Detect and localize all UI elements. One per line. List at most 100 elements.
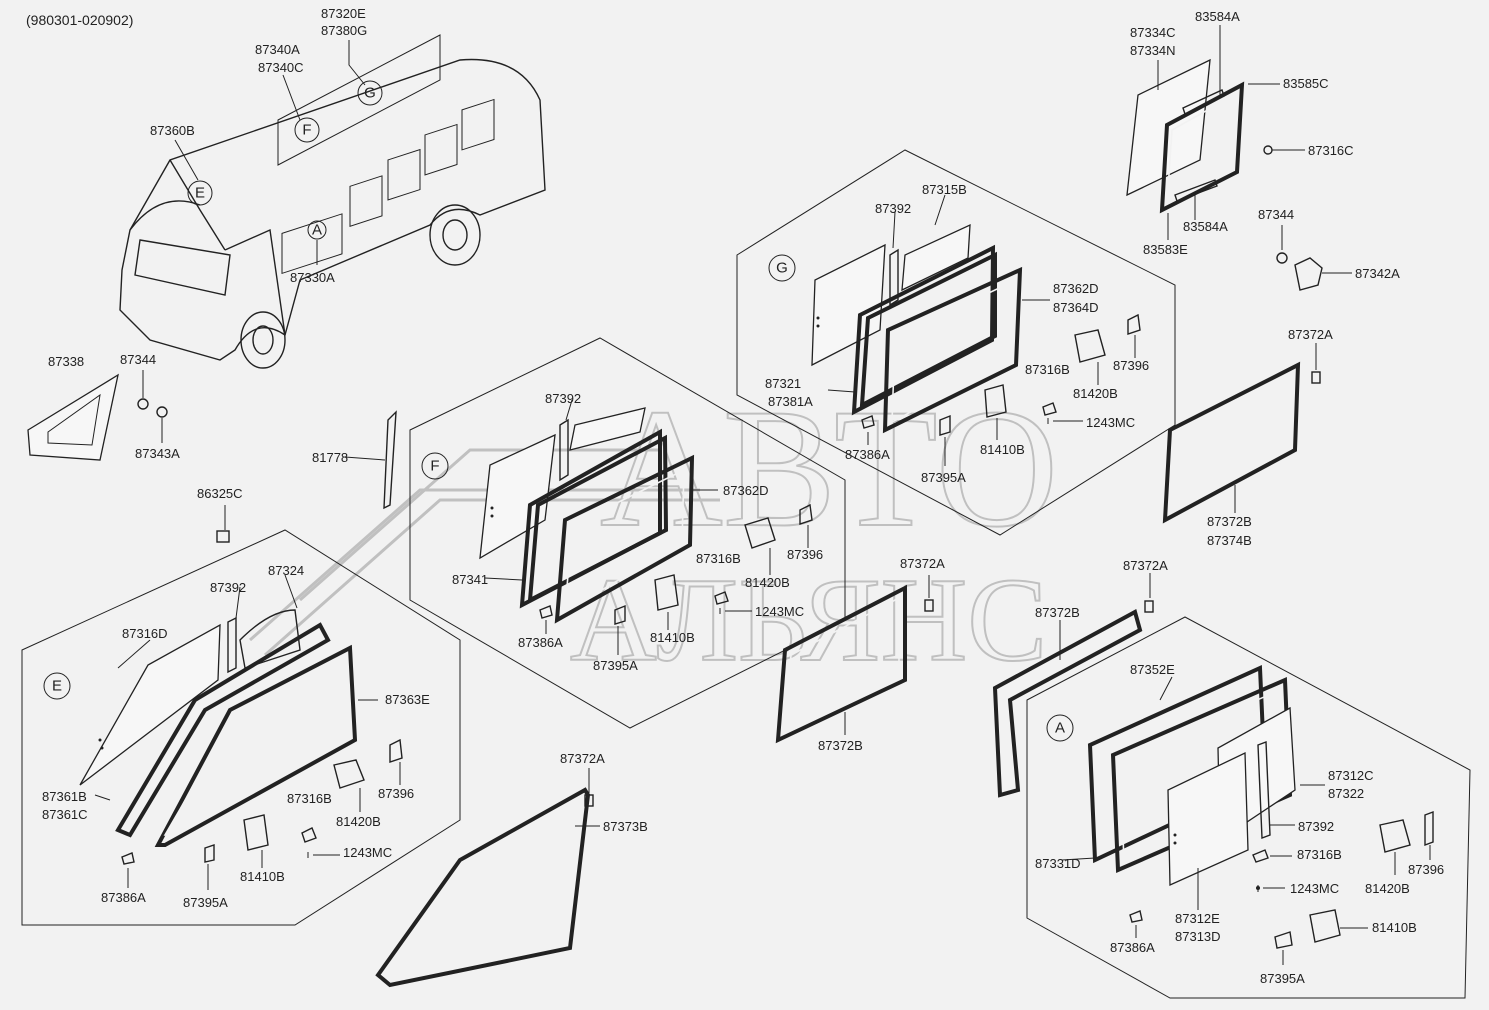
label-E-87386A: 87386A	[101, 890, 146, 905]
label-87334N: 87334N	[1130, 43, 1176, 58]
label-E-87316D: 87316D	[122, 626, 168, 641]
label-G-87315B: 87315B	[922, 182, 967, 197]
label-E-87316B: 87316B	[287, 791, 332, 806]
label-G-81410B: 81410B	[980, 442, 1025, 457]
label-E-87363E: 87363E	[385, 692, 430, 707]
quarter-glass-87338	[27, 373, 119, 461]
bus-illustration: E F G A	[119, 34, 546, 369]
seal-87372B-A	[992, 609, 1143, 798]
label-87342A: 87342A	[1355, 266, 1400, 281]
label-87340C: 87340C	[258, 60, 304, 75]
label-A-87312E: 87312E	[1175, 911, 1220, 926]
strip-81778	[383, 410, 397, 510]
label-A-87395A: 87395A	[1260, 971, 1305, 986]
label-F-1243MC: 1243MC	[755, 604, 804, 619]
label-87374B: 87374B	[1207, 533, 1252, 548]
label-87372B-right: 87372B	[1207, 514, 1252, 529]
label-83583E: 83583E	[1143, 242, 1188, 257]
callout-F-bus: F	[302, 122, 311, 139]
label-F-87396: 87396	[787, 547, 823, 562]
label-G-87395A: 87395A	[921, 470, 966, 485]
label-87372B-F: 87372B	[818, 738, 863, 753]
label-81778: 81778	[312, 450, 348, 465]
label-A-87352E: 87352E	[1130, 662, 1175, 677]
callout-F-group: F	[430, 458, 439, 475]
label-A-87313D: 87313D	[1175, 929, 1221, 944]
label-A-87396: 87396	[1408, 862, 1444, 877]
label-F-87316B: 87316B	[696, 551, 741, 566]
label-E-87392: 87392	[210, 580, 246, 595]
label-G-87381A: 87381A	[768, 394, 813, 409]
label-83584A-top: 83584A	[1195, 9, 1240, 24]
label-F-87341: 87341	[452, 572, 488, 587]
label-87316C: 87316C	[1308, 143, 1354, 158]
label-F-87362D: 87362D	[723, 483, 769, 498]
label-G-87386A: 87386A	[845, 447, 890, 462]
label-A-87312C: 87312C	[1328, 768, 1374, 783]
seal-87373B	[375, 787, 591, 988]
label-87380G: 87380G	[321, 23, 367, 38]
label-86325C: 86325C	[197, 486, 243, 501]
label-87344: 87344	[120, 352, 156, 367]
label-83585C: 83585C	[1283, 76, 1329, 91]
label-G-87316B: 87316B	[1025, 362, 1070, 377]
callout-A-bus: A	[312, 222, 322, 239]
callout-G-bus: G	[364, 85, 376, 102]
label-F-87395A: 87395A	[593, 658, 638, 673]
label-E-87361C: 87361C	[42, 807, 88, 822]
label-G-87321: 87321	[765, 376, 801, 391]
label-87343A: 87343A	[135, 446, 180, 461]
label-87360B: 87360B	[150, 123, 195, 138]
label-G-81420B: 81420B	[1073, 386, 1118, 401]
label-E-87361B: 87361B	[42, 789, 87, 804]
label-F-87392: 87392	[545, 391, 581, 406]
group-G-outline	[736, 149, 1176, 536]
label-G-87364D: 87364D	[1053, 300, 1099, 315]
callout-E-group: E	[52, 678, 62, 695]
label-87373B: 87373B	[603, 819, 648, 834]
label-A-87372B: 87372B	[1035, 605, 1080, 620]
label-A-87386A: 87386A	[1110, 940, 1155, 955]
label-E-87396: 87396	[378, 786, 414, 801]
label-G-87392: 87392	[875, 201, 911, 216]
label-87320E: 87320E	[321, 6, 366, 21]
label-F-81410B: 81410B	[650, 630, 695, 645]
label-87372A-E: 87372A	[560, 751, 605, 766]
label-87330A: 87330A	[290, 270, 335, 285]
label-E-81420B: 81420B	[336, 814, 381, 829]
label-E-1243MC: 1243MC	[343, 845, 392, 860]
label-E-87395A: 87395A	[183, 895, 228, 910]
label-83584A-bottom: 83584A	[1183, 219, 1228, 234]
label-A-87331D: 87331D	[1035, 856, 1081, 871]
label-G-87396: 87396	[1113, 358, 1149, 373]
label-A-87392: 87392	[1298, 819, 1334, 834]
label-A-81410B: 81410B	[1372, 920, 1417, 935]
callout-A-group: A	[1055, 720, 1065, 737]
label-87372A-F: 87372A	[900, 556, 945, 571]
group-A-outline	[1026, 616, 1471, 999]
label-87344-right: 87344	[1258, 207, 1294, 222]
seal-87372B-center	[775, 584, 907, 744]
label-A-81420B: 81420B	[1365, 881, 1410, 896]
watermark-line2: АЛЬЯНС	[570, 553, 1047, 686]
watermark: АВТО АЛЬЯНС	[249, 373, 1059, 687]
label-G-87362D: 87362D	[1053, 281, 1099, 296]
label-87334C: 87334C	[1130, 25, 1176, 40]
group-E-outline	[21, 529, 461, 926]
label-A-87372A: 87372A	[1123, 558, 1168, 573]
label-E-87324: 87324	[268, 563, 304, 578]
label-A-1243MC: 1243MC	[1290, 881, 1339, 896]
label-E-81410B: 81410B	[240, 869, 285, 884]
label-A-87316B: 87316B	[1297, 847, 1342, 862]
label-87372A-right: 87372A	[1288, 327, 1333, 342]
label-A-87322: 87322	[1328, 786, 1364, 801]
label-F-81420B: 81420B	[745, 575, 790, 590]
callout-E-bus: E	[195, 185, 205, 202]
label-F-87386A: 87386A	[518, 635, 563, 650]
label-87338: 87338	[48, 354, 84, 369]
callout-G-group: G	[776, 260, 788, 277]
reference-code: (980301-020902)	[26, 12, 133, 28]
label-G-1243MC: 1243MC	[1086, 415, 1135, 430]
label-87340A: 87340A	[255, 42, 300, 57]
